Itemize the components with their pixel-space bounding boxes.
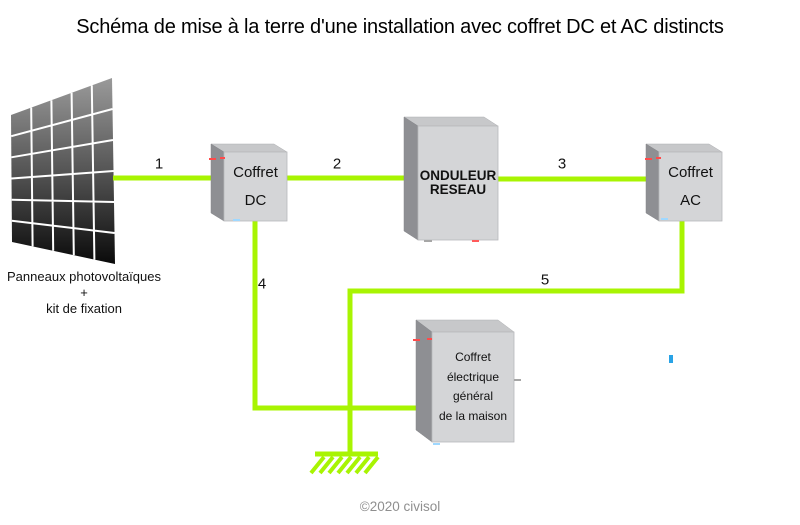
render-artifacts [209,157,673,445]
artifact-blue-mark [233,219,240,221]
page-title: Schéma de mise à la terre d'une installa… [76,16,724,38]
coffret-ac-label: Coffret AC [668,163,713,209]
copyright-text: ©2020 civisol [359,499,441,514]
artifact-blue-mark [661,218,668,220]
wire-label-1: 1 [154,155,164,173]
solar-panel-surface [11,78,115,264]
wire-label-4: 4 [257,275,267,293]
artifact-red-mark [209,158,216,160]
artifact-blue-mark [669,355,673,363]
onduleur-label: ONDULEUR RESEAU [419,168,497,197]
onduleur-box [403,116,499,241]
artifact-gray-mark [424,240,432,242]
ground-hatching [309,455,380,475]
artifact-red-mark [656,157,661,159]
artifact-red-mark [645,158,652,160]
wire-label-3: 3 [557,155,567,173]
onduleur-front-face [417,125,499,241]
artifact-red-mark [472,240,479,242]
coffret-dc-label: Coffret DC [233,163,278,209]
coffret-maison-front-face [431,331,515,443]
wire-label-2: 2 [332,155,342,173]
coffret-ac-front-face [658,151,723,222]
wire-4 [252,221,424,411]
onduleur-side-face [403,116,419,241]
grounding-wires [113,175,685,452]
ground-symbol [309,451,380,475]
artifact-red-mark [220,157,225,159]
solar-panel-graphic [10,78,115,264]
artifact-red-mark [413,339,420,341]
solar-panel-caption: Panneaux photovoltaïques + kit de fixati… [7,269,161,316]
coffret-dc-box [210,143,288,222]
coffret-maison-label: Coffret électrique général de la maison [438,350,508,423]
solar-panel-grid [10,85,115,260]
onduleur-top-face [403,116,499,127]
coffret-dc-front-face [223,151,288,222]
artifact-blue-mark [433,443,440,445]
coffret-ac-side-face [645,143,660,222]
coffret-maison-top-face [415,319,515,333]
coffret-maison-box [415,319,515,443]
artifact-red-mark [427,338,432,340]
artifact-gray-mark [514,379,521,381]
wire-5 [347,221,685,452]
coffret-dc-side-face [210,143,225,222]
wire-label-5: 5 [540,271,550,289]
coffret-ac-box [645,143,723,222]
